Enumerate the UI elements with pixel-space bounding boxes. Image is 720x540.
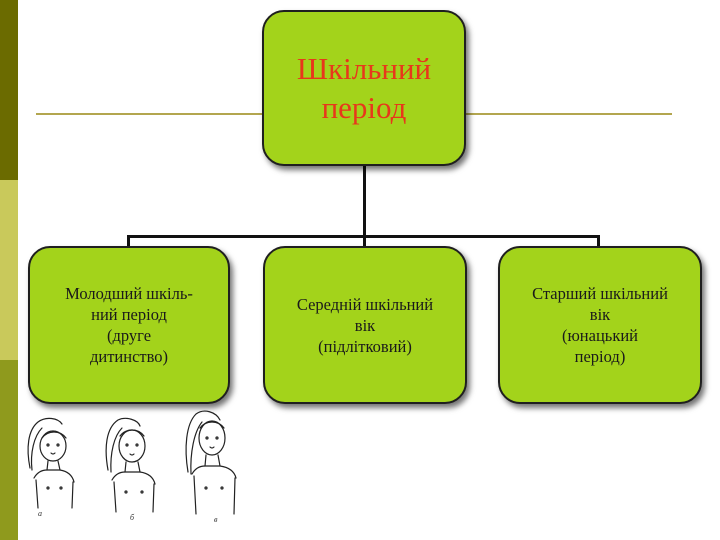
decor-stripe-bottom	[0, 360, 18, 540]
connector-drop-3	[597, 235, 600, 247]
middle-school-age-box: Середній шкільний вік (підлітковий)	[263, 246, 467, 404]
figure-label: а	[38, 509, 42, 518]
children-illustration: а б в	[27, 410, 237, 524]
stage-line: Молодший шкіль-	[65, 284, 193, 303]
stage-line: (підлітковий)	[318, 336, 412, 356]
stage-line: період)	[574, 347, 626, 366]
stage-line: (друге	[106, 326, 152, 345]
decor-stripe-middle	[0, 180, 18, 360]
stage-line: Середній шкільний	[296, 294, 434, 314]
figure-label: б	[130, 513, 135, 522]
title-line: Шкільний	[296, 51, 432, 86]
stage-line: вік	[354, 315, 376, 335]
rule-left	[36, 113, 264, 115]
connector-drop-2	[363, 235, 366, 247]
rule-right	[466, 113, 672, 115]
connector-drop-1	[127, 235, 130, 247]
figure-label: в	[214, 515, 218, 524]
title-line: період	[321, 90, 407, 125]
connector-trunk	[363, 166, 366, 236]
junior-school-age-box: Молодший шкіль- ний період (друге дитинс…	[28, 246, 230, 404]
stage-line: дитинство)	[89, 347, 169, 366]
child-figure-c	[185, 410, 237, 515]
child-figure-a	[27, 417, 75, 509]
school-period-box: Шкільний період	[262, 10, 466, 166]
child-figure-b	[105, 417, 156, 513]
decor-stripe-top	[0, 0, 18, 180]
stage-line: (юнацький	[561, 326, 638, 345]
stage-line: Старший шкільний	[532, 284, 668, 303]
stage-line: ний період	[91, 305, 167, 324]
senior-school-age-box: Старший шкільний вік (юнацький період)	[498, 246, 702, 404]
stage-line: вік	[589, 305, 611, 324]
